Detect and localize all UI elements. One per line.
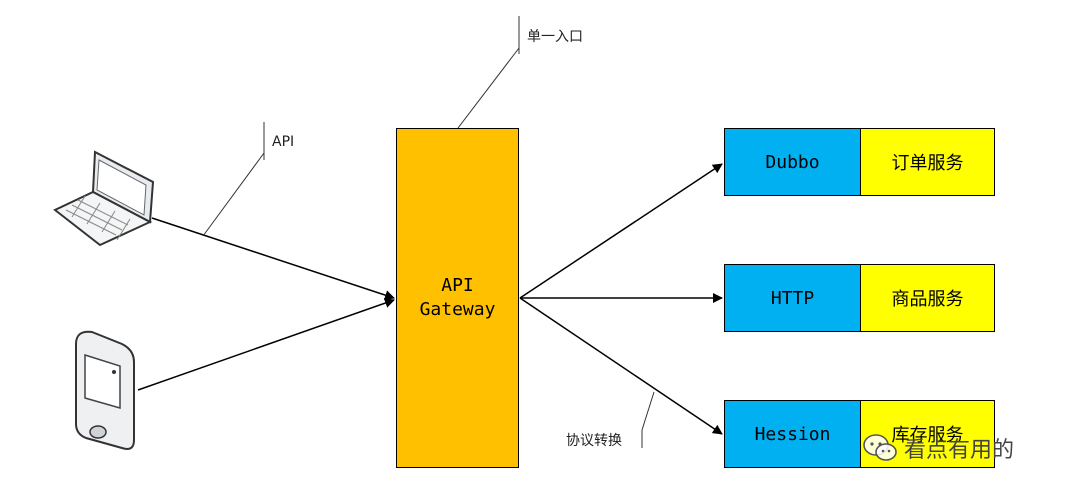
- api-leader: [202, 122, 265, 237]
- service-name: 商品服务: [861, 265, 994, 331]
- handheld-device-icon: [75, 330, 135, 450]
- wechat-icon: [863, 434, 897, 461]
- single-entry-leader: [457, 16, 520, 129]
- service-row-order: Dubbo 订单服务: [724, 128, 995, 196]
- protocol-conversion-leader: [641, 391, 655, 448]
- api-label: API: [272, 134, 295, 150]
- laptop-to-gateway-arrow: [151, 217, 395, 300]
- watermark-text: 看点有用的: [904, 438, 1015, 463]
- gateway-line1: API: [441, 275, 474, 296]
- service-row-product: HTTP 商品服务: [724, 264, 995, 332]
- gateway-to-dubbo-arrow: [519, 163, 723, 299]
- laptop-icon: [53, 150, 155, 247]
- watermark: 看点有用的: [862, 432, 1014, 464]
- single-entry-label: 单一入口: [527, 29, 583, 45]
- gateway-line2: Gateway: [419, 299, 496, 320]
- protocol-label: Dubbo: [725, 129, 861, 195]
- device-to-gateway-arrow: [137, 298, 395, 391]
- service-name: 订单服务: [861, 129, 994, 195]
- protocol-label: HTTP: [725, 265, 861, 331]
- protocol-label: Hession: [725, 401, 861, 467]
- api-gateway-box: API Gateway: [396, 128, 519, 468]
- protocol-conversion-label: 协议转换: [566, 433, 622, 449]
- gateway-to-hession-arrow: [519, 297, 723, 435]
